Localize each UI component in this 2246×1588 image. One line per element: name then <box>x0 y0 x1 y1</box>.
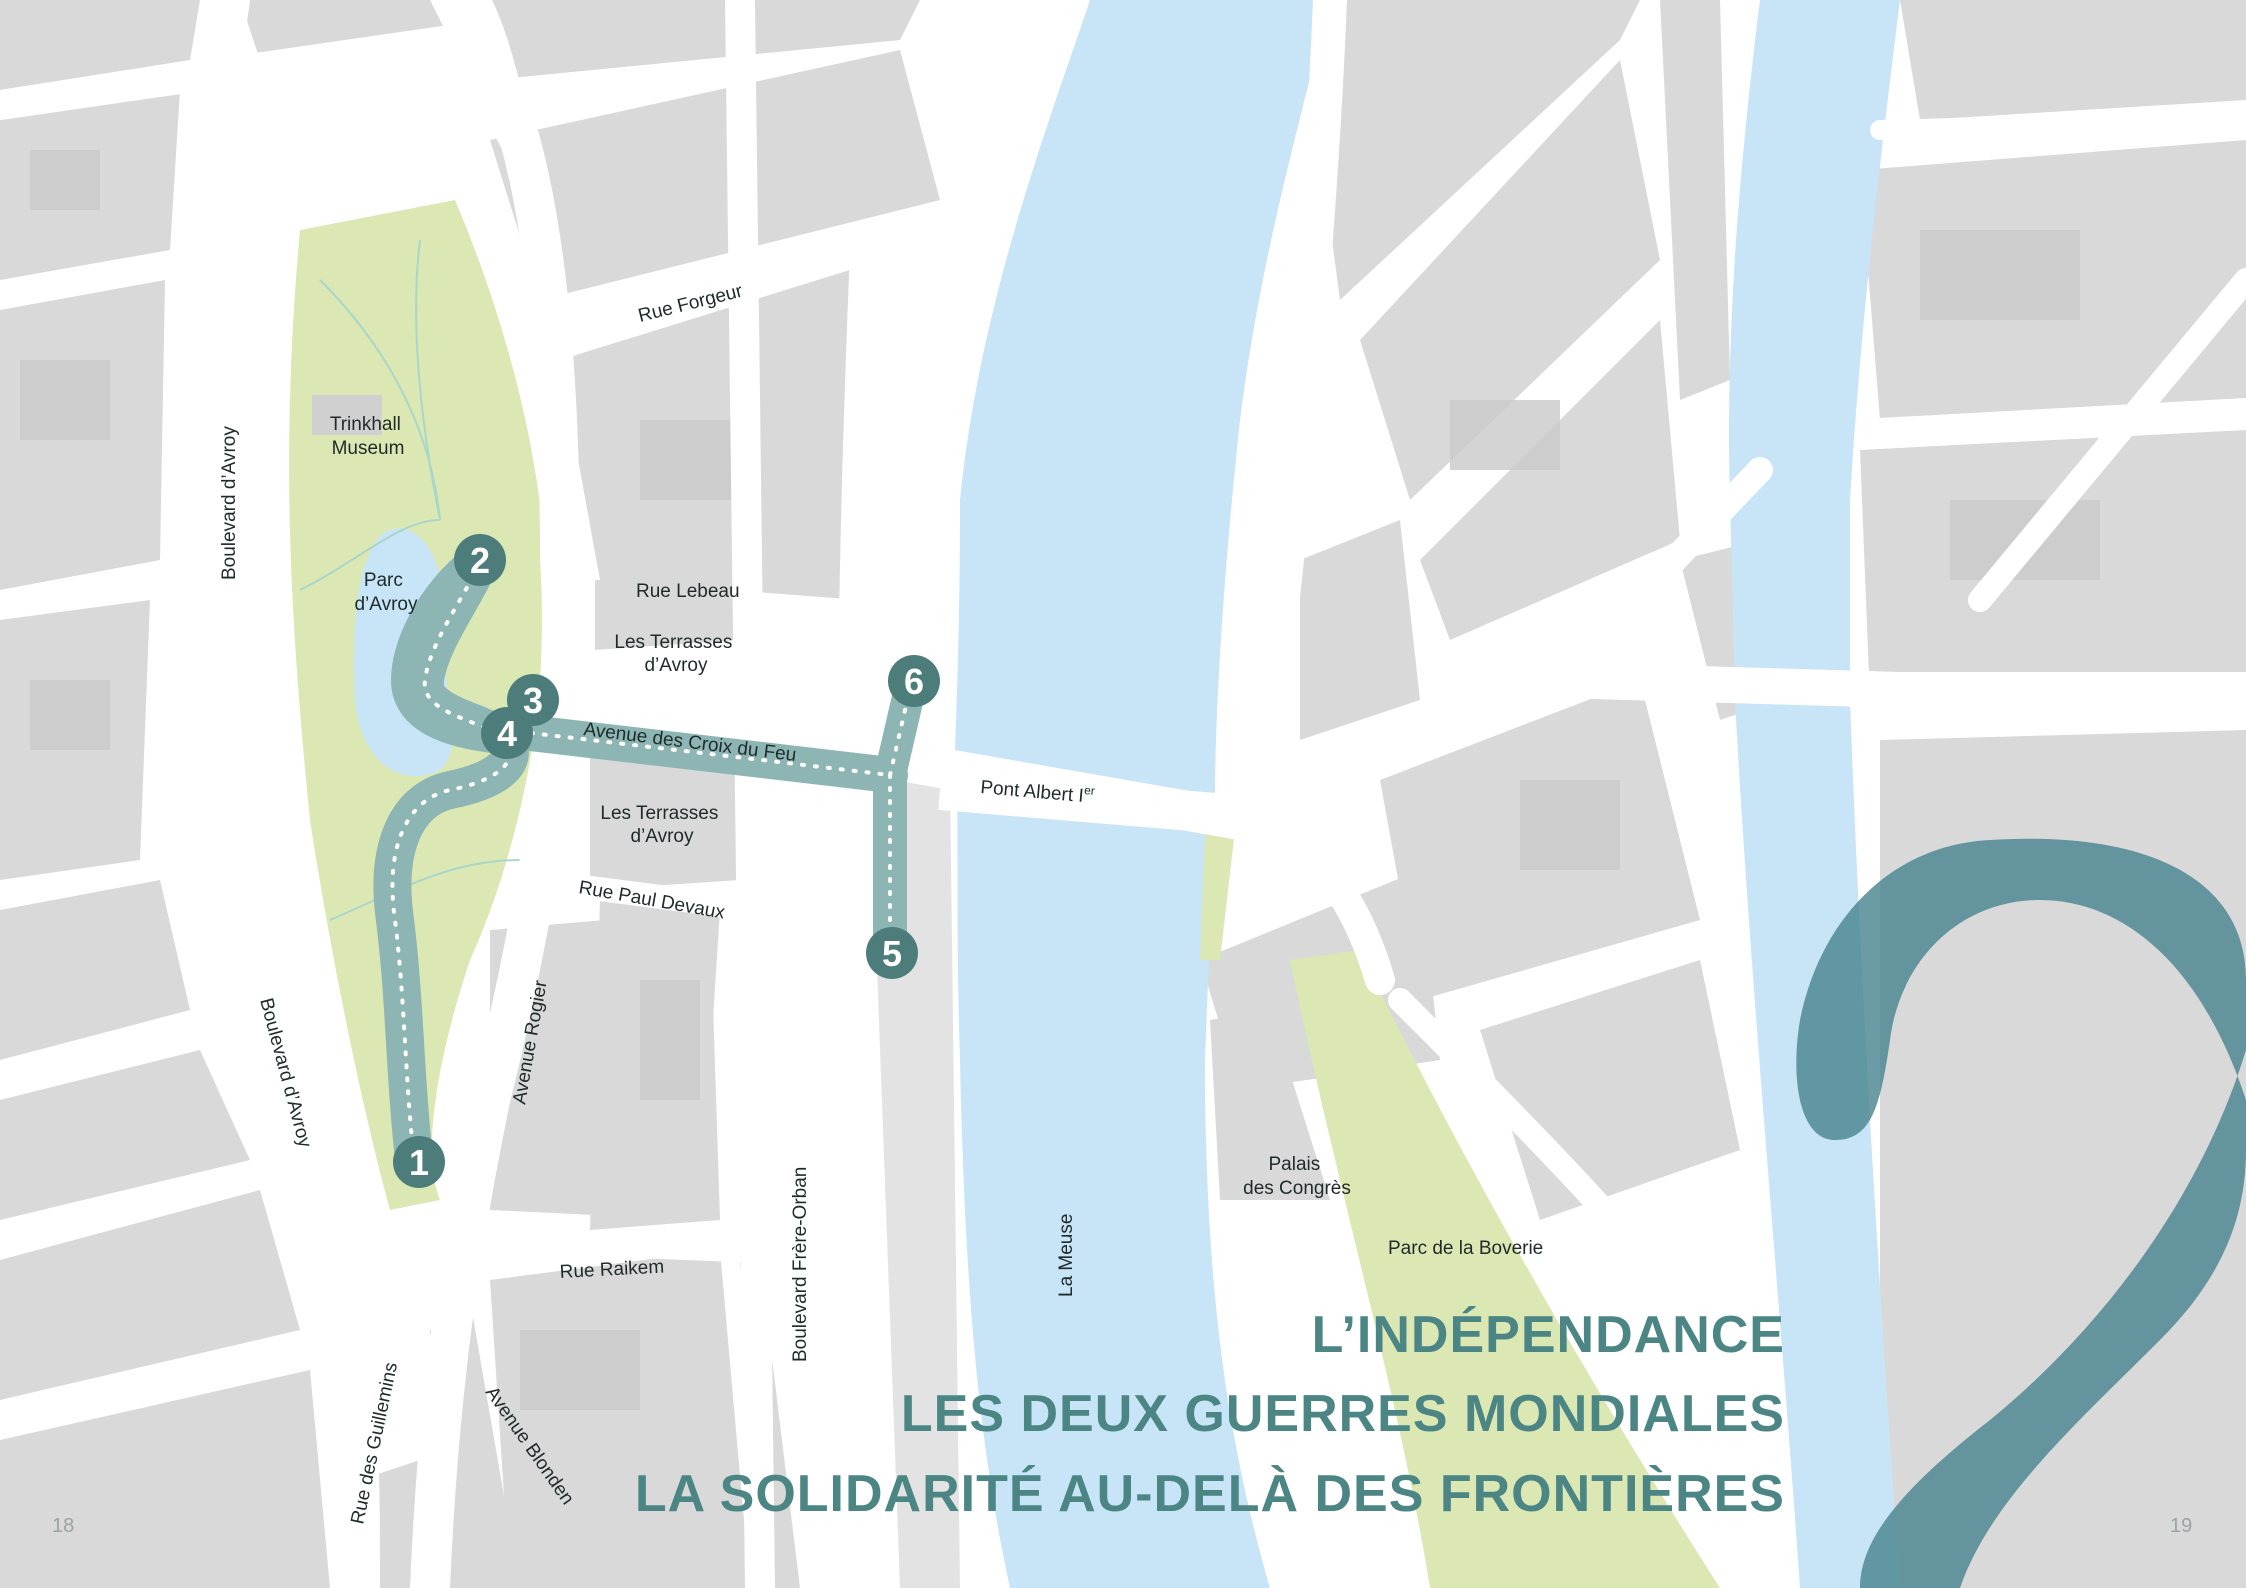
marker-3-label: 3 <box>523 680 543 721</box>
page-number-right: 19 <box>2170 1515 2192 1537</box>
marker-1[interactable]: 1 <box>393 1136 445 1188</box>
marker-6[interactable]: 6 <box>888 655 940 707</box>
parc-strip <box>1200 830 1235 960</box>
label-terrasses-north: Les Terrasses d’Avroy <box>614 632 737 676</box>
river-derivation <box>1729 0 1900 1588</box>
label-parc-boverie: Parc de la Boverie <box>1388 1238 1543 1259</box>
pont-albert <box>938 770 1242 835</box>
label-terrasses-south: Les Terrasses d’Avroy <box>600 803 723 847</box>
chapter-title-line-3: LA SOLIDARITÉ AU-DELÀ DES FRONTIÈRES <box>635 1465 1785 1523</box>
marker-5-label: 5 <box>882 933 902 974</box>
marker-1-label: 1 <box>409 1142 429 1183</box>
label-boulevard-frere-orban: Boulevard Frère-Orban <box>790 1167 811 1362</box>
label-terrasses-north-line1: Les Terrasses <box>614 632 732 653</box>
label-rue-lebeau: Rue Lebeau <box>636 581 740 602</box>
label-terrasses-south-line2: d’Avroy <box>630 826 694 847</box>
quay <box>870 780 960 1588</box>
route-segment-2-4 <box>391 541 519 754</box>
marker-4[interactable]: 4 <box>481 707 533 759</box>
label-trinkhall-line1: Trinkhall <box>330 414 401 435</box>
marker-5[interactable]: 5 <box>866 927 918 979</box>
label-parc-avroy: Parc d’Avroy <box>354 570 418 615</box>
label-palais-congres-line2: des Congrès <box>1243 1178 1351 1199</box>
label-terrasses-south-line1: Les Terrasses <box>600 803 718 824</box>
label-palais-congres: Palais des Congrès <box>1243 1154 1351 1199</box>
city-blocks <box>0 0 940 1588</box>
marker-2[interactable]: 2 <box>454 534 506 586</box>
label-trinkhall-line2: Museum <box>332 438 405 459</box>
chapter-number-graphic <box>1796 838 2246 1588</box>
park-paths <box>299 239 521 921</box>
label-palais-congres-line1: Palais <box>1268 1154 1320 1175</box>
chapter-title-line-1: L’INDÉPENDANCE <box>1312 1306 1785 1364</box>
parc-boverie <box>1290 950 1720 1588</box>
label-trinkhall: Trinkhall Museum <box>330 414 406 459</box>
label-la-meuse: La Meuse <box>1056 1214 1077 1297</box>
marker-4-label: 4 <box>497 713 517 754</box>
marker-2-label: 2 <box>470 540 490 581</box>
chapter-title-line-2: LES DEUX GUERRES MONDIALES <box>901 1385 1785 1443</box>
label-parc-avroy-line1: Parc <box>364 570 403 591</box>
trinkhall-building <box>312 395 382 435</box>
label-boulevard-avroy-north: Boulevard d’Avroy <box>219 426 240 580</box>
chapter-titles: L’INDÉPENDANCE LES DEUX GUERRES MONDIALE… <box>635 1306 1785 1523</box>
label-parc-avroy-line2: d’Avroy <box>354 594 418 615</box>
label-pont-albert-sup: er <box>1084 783 1096 798</box>
marker-6-label: 6 <box>904 661 924 702</box>
label-terrasses-north-line2: d’Avroy <box>644 655 708 676</box>
route-markers: 1 2 3 4 5 6 <box>393 534 940 1188</box>
page-number-left: 18 <box>52 1515 74 1537</box>
